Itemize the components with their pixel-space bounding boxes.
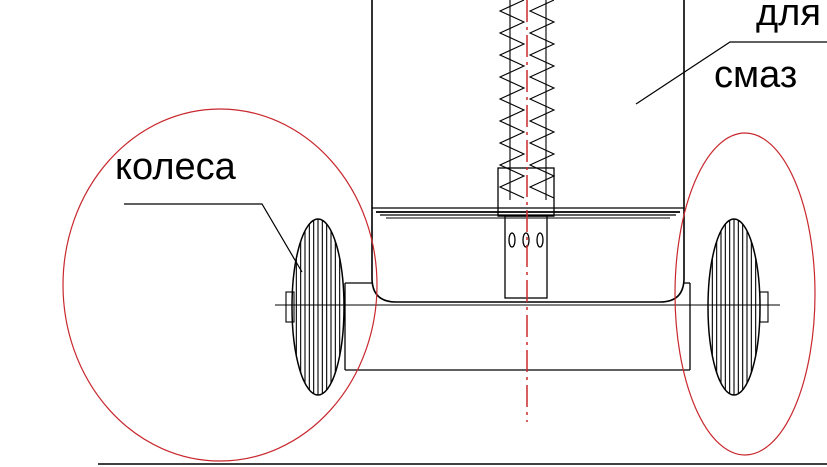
container-body — [371, 0, 685, 303]
right-wheel-highlight — [674, 132, 816, 456]
label-lubricant: смаз — [714, 54, 798, 96]
spring — [498, 0, 556, 200]
right-wheel — [707, 218, 769, 396]
highlight-circles — [62, 108, 816, 462]
axle-frame — [275, 282, 780, 371]
central-nozzle — [497, 167, 555, 299]
left-wheel — [285, 218, 345, 396]
base-plate — [372, 207, 684, 219]
label-wheels: колеса — [115, 146, 236, 188]
label-for: для — [756, 0, 821, 34]
leader-lines — [124, 41, 827, 273]
left-wheel-highlight — [62, 108, 378, 462]
